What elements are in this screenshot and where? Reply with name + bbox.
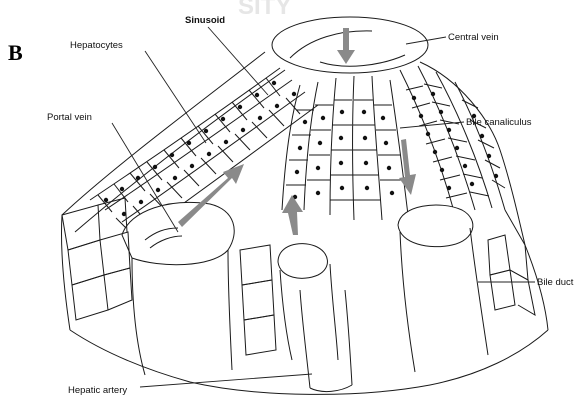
label-sinusoid: Sinusoid — [185, 15, 225, 26]
label-bile-duct: Bile duct — [537, 277, 574, 288]
label-hepatocytes: Hepatocytes — [70, 40, 123, 51]
label-bile-canaliculus: Bile canaliculus — [466, 117, 532, 128]
watermark-text: SITY — [238, 0, 291, 20]
arrow-up-icon — [282, 195, 303, 235]
portal-vein — [122, 202, 234, 375]
label-hepatic-artery: Hepatic artery — [68, 385, 127, 396]
labels: Sinusoid Hepatocytes Central vein Portal… — [47, 15, 574, 396]
central-vein — [272, 17, 428, 73]
leader-sinusoid — [208, 27, 268, 95]
hepatocyte-plates-middle — [282, 76, 408, 220]
leader-hepatic-artery — [140, 374, 312, 387]
label-portal-vein: Portal vein — [47, 112, 92, 123]
leader-hepatocytes — [145, 51, 206, 143]
hepatic-artery-tube — [300, 290, 352, 392]
bile-duct-small — [278, 244, 338, 360]
hepatocyte-plates-right — [400, 66, 505, 215]
label-central-vein: Central vein — [448, 32, 499, 43]
panel-letter: B — [8, 40, 23, 65]
bile-duct-tube — [398, 205, 488, 372]
